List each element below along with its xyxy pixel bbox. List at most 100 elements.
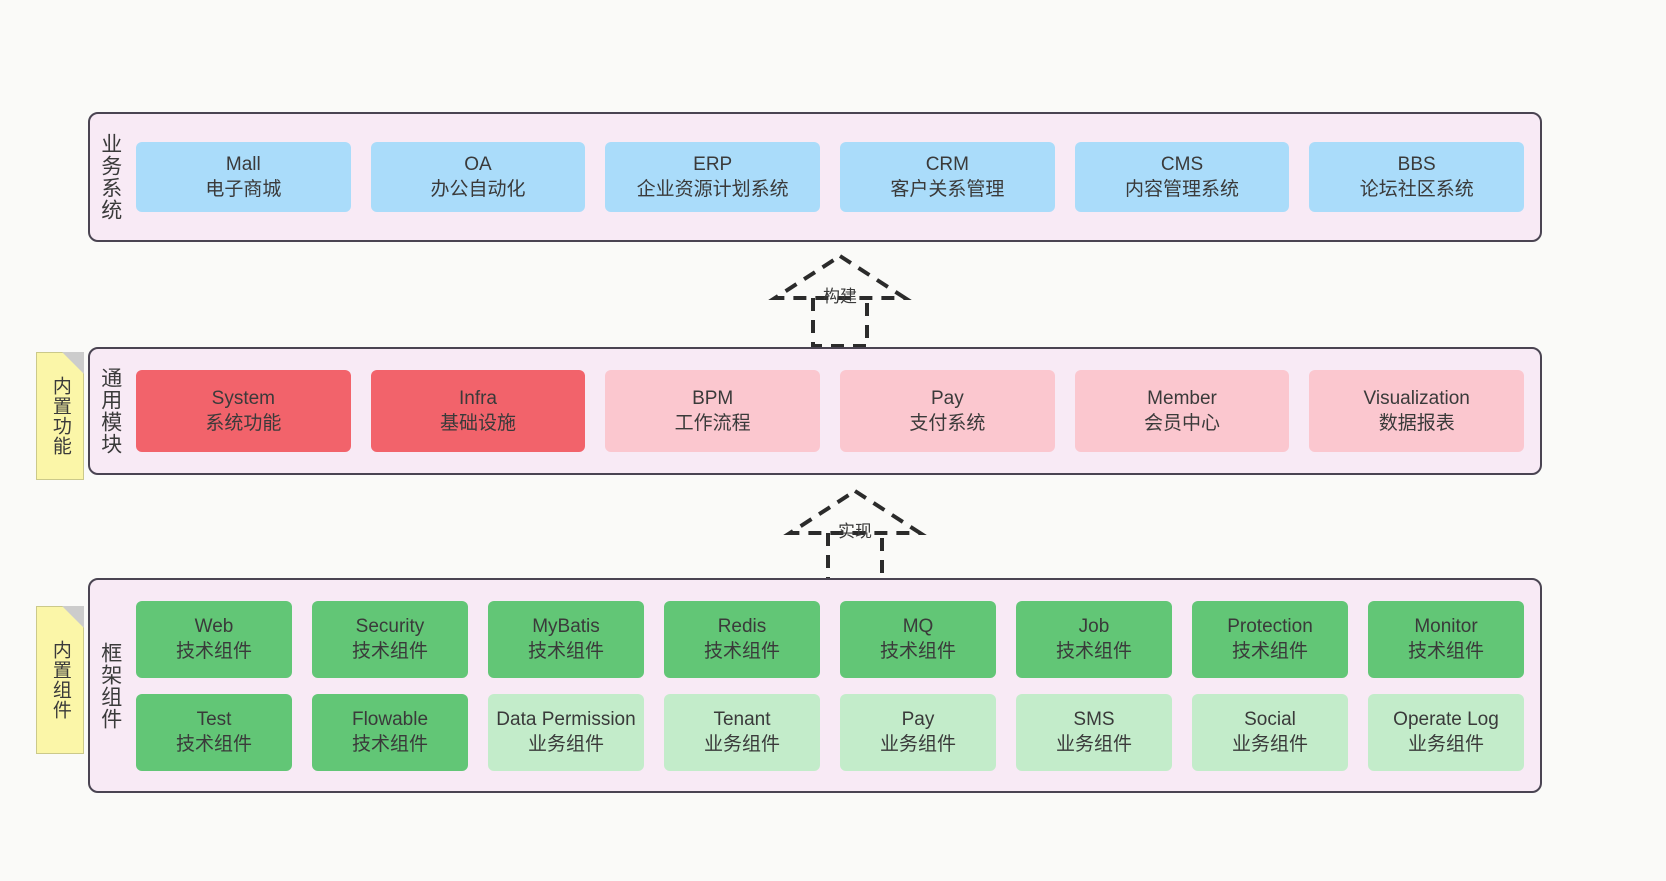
card-subtitle: 支付系统 xyxy=(909,413,986,434)
note-builtin-component: 内置组件 xyxy=(36,606,84,754)
card-title: Data Permission xyxy=(496,708,636,730)
card-oa[interactable]: OA 办公自动化 xyxy=(370,142,586,212)
card-title: BBS xyxy=(1397,153,1436,175)
card-infra[interactable]: Infra 基础设施 xyxy=(370,370,586,452)
card-title: Web xyxy=(194,615,234,637)
card-mall[interactable]: Mall 电子商城 xyxy=(136,142,351,212)
card-title: Tenant xyxy=(713,708,771,730)
card-subtitle: 电子商城 xyxy=(205,179,282,200)
card-subtitle: 会员中心 xyxy=(1144,413,1221,434)
connector-stem-icon xyxy=(811,298,869,348)
card-title: Social xyxy=(1244,708,1296,730)
card-title: ERP xyxy=(693,153,733,175)
card-crm[interactable]: CRM 客户关系管理 xyxy=(840,142,1055,212)
card-monitor[interactable]: Monitor 技术组件 xyxy=(1368,600,1524,678)
card-title: BPM xyxy=(692,387,734,409)
card-pay-component[interactable]: Pay 业务组件 xyxy=(840,693,996,771)
card-cms[interactable]: CMS 内容管理系统 xyxy=(1074,142,1290,212)
card-title: Test xyxy=(196,708,232,730)
card-title: Member xyxy=(1147,387,1217,409)
card-subtitle: 技术组件 xyxy=(1231,641,1308,662)
card-subtitle: 业务组件 xyxy=(527,734,604,755)
card-social[interactable]: Social 业务组件 xyxy=(1192,693,1348,771)
card-mybatis[interactable]: MyBatis 技术组件 xyxy=(488,600,644,678)
card-subtitle: 系统功能 xyxy=(205,413,282,434)
card-security[interactable]: Security 技术组件 xyxy=(312,600,468,678)
note-label: 内置组件 xyxy=(49,640,71,720)
layer-body-modules: System 系统功能 Infra 基础设施 BPM 工作流程 Pay 支付系统… xyxy=(130,349,1540,473)
card-erp[interactable]: ERP 企业资源计划系统 xyxy=(605,142,821,212)
card-subtitle: 工作流程 xyxy=(674,413,751,434)
layer-framework-components: 框架组件 Web 技术组件 Security 技术组件 MyBatis 技术组件… xyxy=(88,578,1542,793)
card-subtitle: 技术组件 xyxy=(527,641,604,662)
card-title: Redis xyxy=(717,615,767,637)
connector-label: 实现 xyxy=(838,522,872,541)
card-job[interactable]: Job 技术组件 xyxy=(1016,600,1172,678)
card-subtitle: 数据报表 xyxy=(1378,413,1455,434)
card-title: OA xyxy=(464,153,492,175)
connector-implement: 实现 xyxy=(775,487,935,583)
card-title: Operate Log xyxy=(1393,708,1499,730)
layer-business-system: 业务系统 Mall 电子商城 OA 办公自动化 ERP 企业资源计划系统 CRM… xyxy=(88,112,1542,242)
card-title: Security xyxy=(355,615,425,637)
card-bbs[interactable]: BBS 论坛社区系统 xyxy=(1309,142,1525,212)
card-redis[interactable]: Redis 技术组件 xyxy=(664,600,820,678)
connector-build: 构建 xyxy=(760,252,920,348)
card-title: Pay xyxy=(901,708,935,730)
card-subtitle: 技术组件 xyxy=(879,641,956,662)
layer-common-modules: 通用模块 System 系统功能 Infra 基础设施 BPM 工作流程 Pay… xyxy=(88,347,1542,475)
card-visualization[interactable]: Visualization 数据报表 xyxy=(1309,370,1525,452)
generalization-triangle-icon xyxy=(783,488,927,535)
card-title: SMS xyxy=(1073,708,1115,730)
card-title: Job xyxy=(1078,615,1110,637)
card-subtitle: 技术组件 xyxy=(1407,641,1484,662)
card-title: Pay xyxy=(930,387,964,409)
card-sms[interactable]: SMS 业务组件 xyxy=(1016,693,1172,771)
card-mq[interactable]: MQ 技术组件 xyxy=(840,600,996,678)
card-test[interactable]: Test 技术组件 xyxy=(136,693,292,771)
card-subtitle: 业务组件 xyxy=(703,734,780,755)
card-subtitle: 业务组件 xyxy=(1407,734,1484,755)
card-title: Flowable xyxy=(351,708,429,730)
card-subtitle: 技术组件 xyxy=(1055,641,1132,662)
generalization-triangle-icon xyxy=(768,253,912,300)
card-operate-log[interactable]: Operate Log 业务组件 xyxy=(1368,693,1524,771)
framework-row-tech: Web 技术组件 Security 技术组件 MyBatis 技术组件 Redi… xyxy=(136,600,1524,678)
note-label: 内置功能 xyxy=(49,376,71,456)
card-subtitle: 技术组件 xyxy=(351,641,428,662)
card-subtitle: 论坛社区系统 xyxy=(1359,179,1474,200)
card-subtitle: 办公自动化 xyxy=(430,179,526,200)
connector-label: 构建 xyxy=(823,287,857,306)
card-subtitle: 客户关系管理 xyxy=(890,179,1005,200)
framework-row-business: Test 技术组件 Flowable 技术组件 Data Permission … xyxy=(136,693,1524,771)
modules-row: System 系统功能 Infra 基础设施 BPM 工作流程 Pay 支付系统… xyxy=(136,370,1525,452)
card-subtitle: 业务组件 xyxy=(879,734,956,755)
card-subtitle: 业务组件 xyxy=(1231,734,1308,755)
card-title: Protection xyxy=(1227,615,1313,637)
card-protection[interactable]: Protection 技术组件 xyxy=(1192,600,1348,678)
note-builtin-function: 内置功能 xyxy=(36,352,84,480)
card-title: MyBatis xyxy=(532,615,600,637)
card-title: Mall xyxy=(225,153,261,175)
card-system[interactable]: System 系统功能 xyxy=(136,370,351,452)
card-tenant[interactable]: Tenant 业务组件 xyxy=(664,693,820,771)
layer-body-framework: Web 技术组件 Security 技术组件 MyBatis 技术组件 Redi… xyxy=(130,580,1540,791)
card-subtitle: 技术组件 xyxy=(703,641,780,662)
card-title: MQ xyxy=(902,615,934,637)
card-title: CRM xyxy=(925,153,969,175)
card-bpm[interactable]: BPM 工作流程 xyxy=(605,370,821,452)
card-pay-module[interactable]: Pay 支付系统 xyxy=(840,370,1055,452)
card-member[interactable]: Member 会员中心 xyxy=(1074,370,1290,452)
card-subtitle: 企业资源计划系统 xyxy=(636,179,789,200)
layer-title-framework: 框架组件 xyxy=(98,641,122,730)
layer-title-business: 业务系统 xyxy=(98,133,122,221)
business-row: Mall 电子商城 OA 办公自动化 ERP 企业资源计划系统 CRM 客户关系… xyxy=(136,142,1525,212)
card-subtitle: 业务组件 xyxy=(1055,734,1132,755)
card-subtitle: 内容管理系统 xyxy=(1125,179,1240,200)
card-web[interactable]: Web 技术组件 xyxy=(136,600,292,678)
card-flowable[interactable]: Flowable 技术组件 xyxy=(312,693,468,771)
card-data-permission[interactable]: Data Permission 业务组件 xyxy=(488,693,644,771)
card-title: System xyxy=(211,387,276,409)
card-subtitle: 技术组件 xyxy=(351,734,428,755)
